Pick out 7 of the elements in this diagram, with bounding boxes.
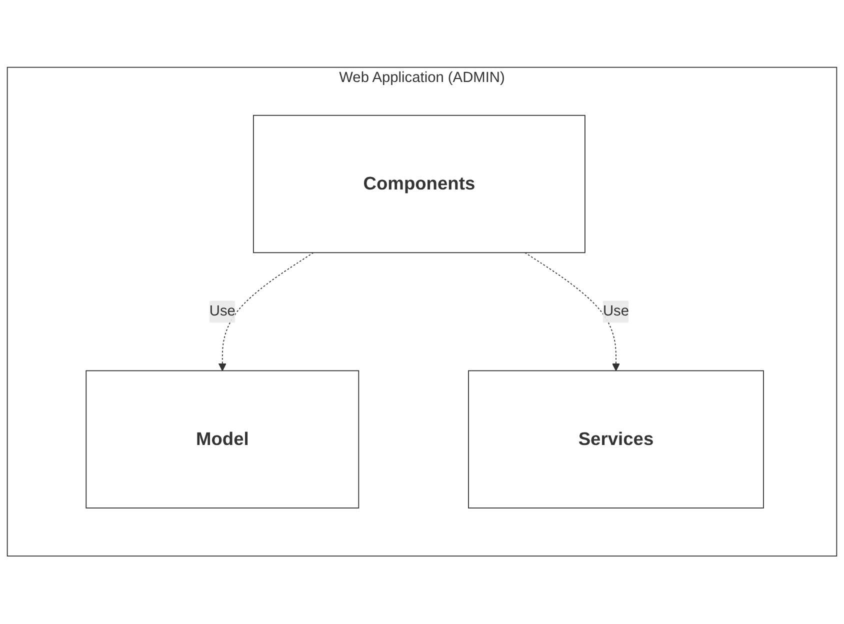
node-box: Model <box>86 370 360 509</box>
arrow <box>218 252 314 372</box>
node-box: Components <box>252 115 586 254</box>
edge-label: Use <box>209 304 236 320</box>
edge-label: Use <box>602 304 630 320</box>
node-box: Services <box>468 370 764 509</box>
arrow <box>524 252 620 372</box>
